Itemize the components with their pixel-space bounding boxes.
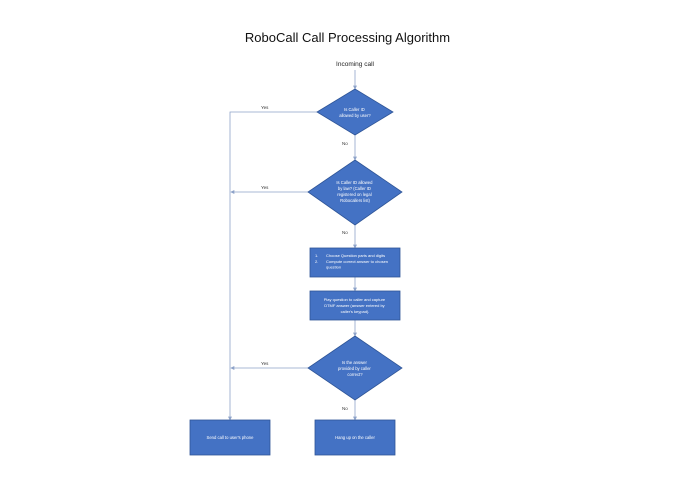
edge-label-yes: Yes (261, 185, 269, 190)
terminal-send-call: Send call to user's phone (189, 419, 271, 456)
step2-line: caller's keypad). (341, 309, 370, 314)
edge-decision1-yes (228, 111, 318, 421)
step2-text: Play question to caller and capture DTMF… (324, 297, 387, 314)
step1-item-number: 1. (315, 253, 318, 258)
connectors (228, 70, 357, 421)
decision1-line: Is Caller ID (344, 107, 365, 112)
edge-label-yes: Yes (261, 361, 269, 366)
page-title: RoboCall Call Processing Algorithm (244, 30, 451, 45)
edge-labels: Yes No Yes No Yes No (261, 105, 348, 411)
step1-item-line: question (326, 265, 341, 270)
end-send-shape (189, 419, 271, 456)
decision1-line: allowed by user? (339, 113, 371, 118)
start-label: Incoming call (336, 61, 374, 68)
edge-label-no: No (342, 406, 348, 411)
decision2-line: by law? (Caller ID (338, 186, 371, 191)
edge-label-no: No (342, 230, 348, 235)
decision1-text: Is Caller ID allowed by user? (339, 107, 371, 118)
decision2-line: Is Caller ID allowed (336, 180, 373, 185)
edge-label-no: No (342, 141, 348, 146)
step2-line: Play question to caller and capture (324, 297, 386, 302)
decision2-text: Is Caller ID allowed by law? (Caller ID … (336, 180, 373, 203)
decision1-shape (316, 88, 394, 136)
step1-text: 1. Choose Question parts and digits 2. C… (315, 253, 389, 270)
step1-shape (309, 247, 401, 278)
edge-label-yes: Yes (261, 105, 269, 110)
step2-shape (309, 290, 401, 321)
decision3-shape (307, 335, 403, 401)
end-hangup-text: Hang up on the caller (335, 435, 375, 440)
decision-caller-id-allowed-by-user: Is Caller ID allowed by user? (316, 88, 394, 136)
step1-item-number: 2. (315, 259, 318, 264)
decision3-line: Is the answer (342, 360, 368, 365)
decision2-line: registered on legal (337, 192, 372, 197)
decision2-line: Robocallers list) (340, 198, 370, 203)
decision-answer-correct: Is the answer provided by caller correct… (307, 335, 403, 401)
end-hangup-shape (314, 419, 396, 456)
process-choose-question: 1. Choose Question parts and digits 2. C… (309, 247, 401, 278)
decision2-shape (307, 159, 403, 226)
terminal-hang-up: Hang up on the caller (314, 419, 396, 456)
step1-item-line: Compute correct answer to chosen (326, 259, 388, 264)
decision-caller-id-allowed-by-law: Is Caller ID allowed by law? (Caller ID … (307, 159, 403, 226)
step2-line: DTMF answer (answer entered by (324, 303, 384, 308)
step1-item-line: Choose Question parts and digits (326, 253, 385, 258)
process-play-question: Play question to caller and capture DTMF… (309, 290, 401, 321)
decision3-text: Is the answer provided by caller correct… (338, 360, 372, 377)
decision3-line: provided by caller (338, 366, 371, 371)
decision3-line: correct? (347, 372, 363, 377)
end-send-text: Send call to user's phone (207, 435, 255, 440)
